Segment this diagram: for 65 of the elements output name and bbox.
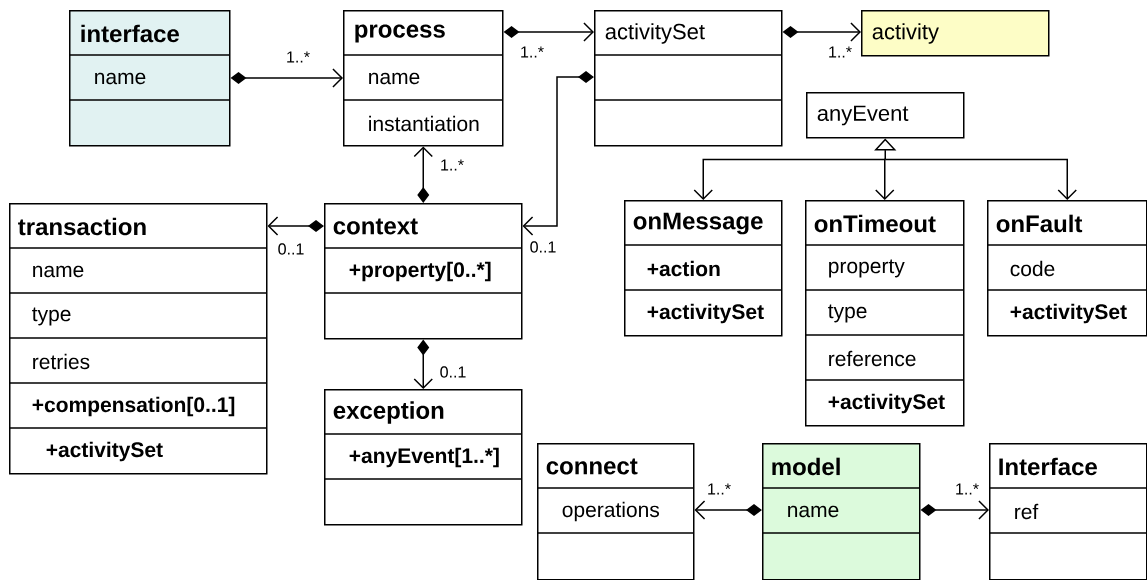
class-box [593,10,783,147]
class-box [986,200,1147,337]
attribute-text: retries [33,353,90,370]
attribute-text: name [95,72,146,85]
class-name: connect [546,458,638,475]
multiplicity-label: 1..* [285,50,311,64]
composition-arrow [413,146,433,203]
attribute-text: property [829,259,905,278]
class-name: context [333,218,418,235]
attribute-text: +action [647,260,720,277]
attribute-text: ref [1015,503,1039,520]
class-name: anyEvent [817,105,909,126]
attribute-text: type [828,304,867,323]
multiplicity-label: 1..* [439,158,465,172]
class-name: onFault [996,214,1083,233]
class-box [623,200,783,337]
class-box [323,389,523,526]
attribute-text: name [369,72,420,85]
generalization-arrow [693,158,886,200]
multiplicity-label: 0..1 [528,240,558,254]
composition-arrow [267,216,324,236]
multiplicity-label: 1..* [519,45,545,59]
multiplicity-label: 1..* [954,482,980,496]
attribute-text: +compensation[0..1] [32,396,235,417]
class-box [806,92,965,139]
class-name: onTimeout [814,214,936,233]
class-box [342,10,504,147]
class-box [861,10,1050,57]
class-name: exception [333,401,444,424]
class-name: activitySet [605,23,705,44]
class-name: onMessage [633,212,763,235]
class-name: interface [81,24,179,43]
multiplicity-label: 1..* [706,482,732,496]
generalization-arrow [875,158,895,200]
class-box [68,10,231,147]
class-box [761,443,921,580]
generalization-arrow [884,158,1077,200]
attribute-text: type [32,307,71,326]
class-name: model [772,457,840,476]
composition-arrow [694,500,762,520]
attribute-text: instantiation [369,115,479,132]
class-name: transaction [18,217,146,236]
class-box [804,200,965,427]
class-name: Interface [999,457,1097,476]
composition-arrow [522,71,594,236]
multiplicity-label: 0..1 [438,365,468,379]
class-box [323,203,523,340]
attribute-text: operations [562,501,660,522]
attribute-text: +activitySet [46,441,163,462]
attribute-text: name [33,265,84,278]
class-box [8,203,268,475]
attribute-text: +property[0..*] [349,261,491,282]
multiplicity-label: 1..* [827,45,853,59]
attribute-text: code [1010,260,1055,277]
attribute-text: name [788,505,839,518]
attribute-text: +activitySet [647,303,764,324]
class-box [988,443,1147,580]
attribute-text: reference [829,350,916,367]
attribute-text: +activitySet [1010,303,1127,324]
attribute-text: +activitySet [828,393,945,414]
class-name: process [355,24,445,43]
class-name: activity [872,23,939,44]
multiplicity-label: 0..1 [276,242,306,256]
class-box [536,443,695,580]
attribute-text: +anyEvent[1..*] [349,447,499,468]
